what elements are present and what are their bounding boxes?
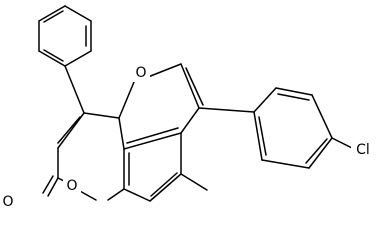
chlorophenyl-bond [198,107,255,113]
methyl-group [180,173,208,191]
benzene-core-ring [118,117,182,202]
furan-ring [118,63,204,134]
atom-label-chlorine: Cl [351,141,375,159]
atom-label-carbonyl-oxygen: O [0,193,17,211]
furan-oxygen-label: O [135,65,146,81]
carbonyl-bond [42,175,59,197]
chlorine-bond [331,137,353,149]
atom-label-pyranone-oxygen: O [63,177,81,195]
chlorine-label: Cl [356,142,370,158]
pyranone-oxygen-label: O [66,178,77,194]
phenyl-ring [38,5,92,67]
chemical-structure: O O O Cl [0,5,375,211]
atom-label-furan-oxygen: O [132,64,150,82]
chlorophenyl-ring [253,87,333,169]
carbonyl-oxygen-label: O [2,194,13,210]
